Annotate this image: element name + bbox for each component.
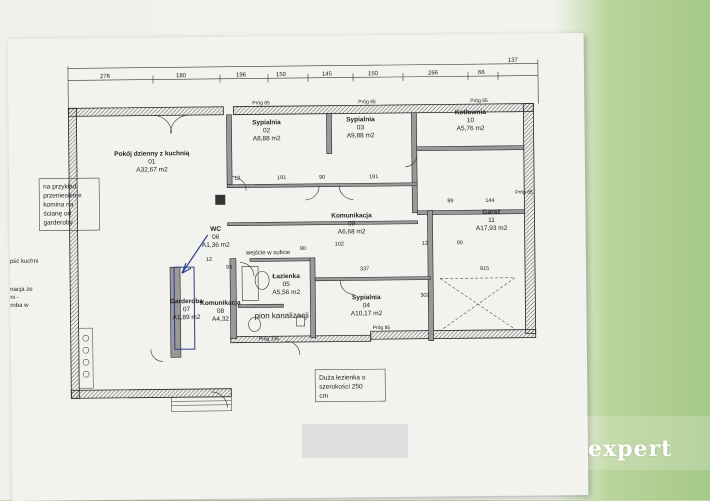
dim-top-9: 137 [508, 58, 519, 64]
dim-top-4: 150 [276, 72, 287, 78]
dim-in-15: 102 [335, 242, 344, 248]
room-garage-area: A17,93 m2 [476, 225, 508, 232]
room-boiler-name: Kotłownia [455, 109, 487, 116]
room-bed4-num: 04 [363, 302, 371, 309]
room-bed4-name: Sypialnia [352, 294, 381, 301]
note-left-1: pść kuchni [10, 259, 38, 265]
floor-plan-drawing: 276 180 196 150 145 150 266 66 137 [8, 33, 589, 501]
room-comm2-name: Komunikacja [200, 300, 241, 307]
dim-top-8: 66 [478, 70, 485, 76]
door-label-3: Próg 85 [470, 98, 488, 104]
room-garage-name: Garaż [482, 209, 501, 216]
room-bed2-area: A8,88 m2 [253, 135, 281, 142]
dim-in-10: 99 [226, 265, 232, 271]
room-wardrobe-num: 07 [183, 306, 191, 313]
note-stairs-1: Duża łezienka o [319, 374, 366, 381]
room-living-area: A32,67 m2 [136, 166, 168, 173]
floor-plan-sheet: 276 180 196 150 145 150 266 66 137 [8, 33, 589, 501]
room-bath-num: 05 [283, 281, 291, 288]
room-bed2-num: 02 [263, 127, 271, 134]
expert-watermark: expert [588, 436, 672, 462]
dim-in-5: 89 [447, 198, 453, 204]
door-label-1: Próg 85 [252, 100, 270, 106]
dim-top-2: 180 [176, 73, 187, 79]
room-comm-num: 09 [348, 220, 356, 227]
dim-in-7: 90 [457, 240, 463, 246]
room-wc-name: WC [210, 226, 221, 233]
entry-steps [171, 397, 231, 412]
dim-top-6: 150 [368, 71, 379, 77]
room-bed4-area: A10,17 m2 [351, 310, 383, 317]
note-chimney-1: na przykład [43, 183, 77, 190]
door-label-6: Próg 85 [515, 190, 533, 196]
dim-in-1: 191 [277, 175, 286, 181]
room-living-num: 01 [148, 158, 156, 165]
room-wardrobe-area: A1,89 m2 [173, 314, 201, 321]
dim-in-3: 12 [234, 176, 240, 182]
room-comm2-area: A4,32 [212, 316, 229, 323]
redacted-area [302, 424, 408, 458]
note-chimney-3: komina na [43, 201, 73, 208]
note-left-2: nacja ze [10, 287, 33, 293]
note-left-3: ni - [10, 295, 18, 301]
dim-in-12: 12 [206, 257, 212, 263]
room-wc-area: A1,36 m2 [202, 242, 230, 249]
dim-top-1: 276 [100, 74, 111, 80]
room-living-name: Pokój dzienny z kuchnią [114, 150, 190, 158]
dim-top-3: 196 [236, 73, 247, 79]
room-boiler-num: 10 [467, 117, 475, 124]
dim-in-14: 302 [420, 293, 429, 299]
room-comm-name: Komunikacja [331, 212, 372, 219]
room-wardrobe-name: Garderoba [170, 298, 203, 305]
note-stairs-3: cm [319, 393, 328, 400]
note-chimney-5: garderoby [43, 219, 73, 226]
note-chimney-4: ścianę od [43, 210, 71, 217]
kitchen-counter [79, 328, 94, 388]
dim-in-2: 90 [319, 175, 325, 181]
room-wc-num: 06 [212, 234, 220, 241]
room-bed3-name: Sypialnia [346, 116, 375, 123]
room-bed2-name: Sypialnia [252, 119, 281, 126]
door-label-2: Próg 85 [358, 99, 376, 105]
dim-in-11: 90 [300, 246, 306, 252]
room-garage-num: 11 [488, 217, 495, 224]
note-left-4: roba w [10, 303, 29, 309]
room-bed3-area: A9,88 m2 [347, 132, 375, 139]
dim-in-13: 915 [480, 266, 489, 272]
dim-in-8: 12 [422, 241, 428, 247]
top-dimension-chain [68, 59, 538, 108]
room-bath-name: Łazienka [272, 273, 300, 280]
door-label-5: Próg 85 [373, 325, 391, 331]
room-boiler-area: A5,76 m2 [457, 125, 485, 132]
note-chimney-2: przeniesienie [43, 192, 82, 199]
dim-in-9: 337 [360, 266, 369, 272]
door-label-4: Próg 135 [259, 336, 280, 342]
note-stairs-2: szerokości 250 [319, 383, 363, 390]
dim-in-4: 191 [369, 174, 378, 180]
dim-in-6: 144 [485, 198, 494, 204]
dim-top-5: 145 [322, 72, 333, 78]
note-pipe: pion kanalizacji [254, 311, 309, 321]
note-hatch: wejście w suficie [245, 250, 291, 256]
room-comm-area: A6,68 m2 [338, 228, 366, 235]
room-bed3-num: 03 [357, 124, 365, 131]
room-bath-area: A5,56 m2 [272, 289, 300, 296]
dim-top-7: 266 [428, 71, 439, 77]
chimney-block [215, 195, 225, 205]
room-comm2-num: 08 [217, 308, 225, 315]
garage-slab-lines [440, 278, 516, 331]
